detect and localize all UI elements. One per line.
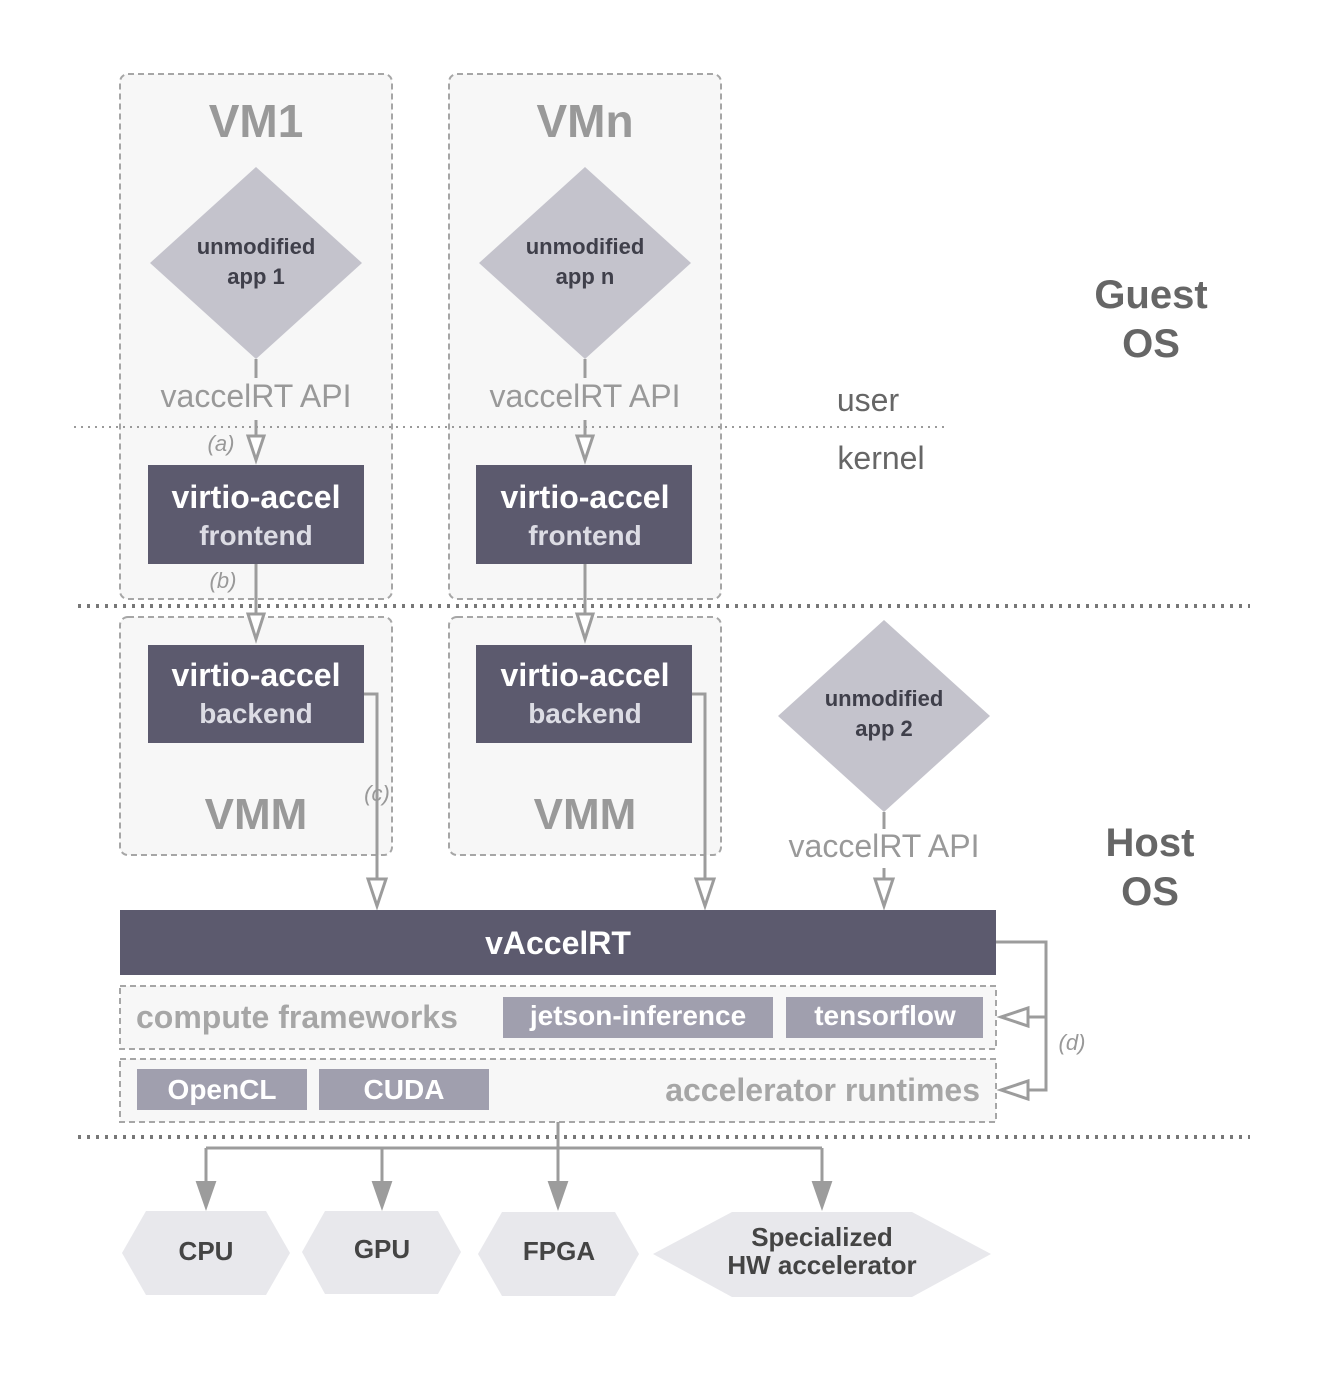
runtime-chip-opencl-label: OpenCL	[168, 1074, 277, 1105]
vmn-backend-box	[476, 645, 692, 743]
hw-gpu-arrowhead	[371, 1181, 393, 1212]
accelerator-runtimes-label: accelerator runtimes	[665, 1072, 980, 1108]
vm1-backend-line2: backend	[199, 698, 313, 729]
app-n-label-line2: app n	[556, 264, 615, 289]
compute-frameworks-label: compute frameworks	[136, 999, 458, 1035]
runtime-chip-cuda-label: CUDA	[364, 1074, 445, 1105]
vmn-title: VMn	[536, 95, 633, 147]
app-n-diamond	[479, 167, 691, 359]
vmm1-label: VMM	[205, 790, 308, 839]
vm1-frontend-line1: virtio-accel	[172, 479, 341, 515]
guest-os-label-line1: Guest	[1094, 273, 1207, 317]
runtime-chip-opencl	[137, 1069, 307, 1110]
hw-special-hexagon	[653, 1212, 991, 1297]
app-1-diamond	[150, 167, 362, 359]
app-2-label-line1: unmodified	[825, 686, 944, 711]
host-os-label-line2: OS	[1121, 870, 1179, 914]
vmn-backend-to-runtime-line	[692, 692, 707, 885]
vm1-backend-arrowhead	[245, 612, 267, 644]
path-d-runtime-arrowhead	[996, 1078, 1030, 1102]
path-label-b: (b)	[210, 568, 237, 593]
vmn-runtime-arrowhead	[693, 877, 717, 911]
framework-chip-tensorflow	[786, 997, 983, 1038]
hw-special-arrowhead	[811, 1181, 833, 1212]
vm1-api-label: vaccelRT API	[161, 378, 352, 414]
hw-cpu-hexagon	[122, 1211, 290, 1295]
guest-os-label-line2: OS	[1122, 322, 1180, 366]
hw-gpu-label: GPU	[354, 1234, 410, 1264]
vm1-backend-line1: virtio-accel	[172, 657, 341, 693]
app-n-label-line1: unmodified	[526, 234, 645, 259]
host-api-label: vaccelRT API	[789, 828, 980, 864]
host-api-arrowhead	[872, 877, 896, 911]
vm1-frontend-box	[148, 465, 364, 564]
vaccelrt-title: vAccelRT	[485, 925, 631, 961]
runtime-chip-cuda	[319, 1069, 489, 1110]
path-d-framework-arrowhead	[996, 1005, 1030, 1029]
vmn-backend-line2: backend	[528, 698, 642, 729]
vm1-frontend-line2: frontend	[199, 520, 313, 551]
host-os-label-line1: Host	[1106, 821, 1195, 865]
vm1-backend-box	[148, 645, 364, 743]
vmn-api-arrowhead	[574, 434, 596, 465]
app-1-label-line1: unmodified	[197, 234, 316, 259]
framework-chip-jetson-inference	[503, 997, 773, 1038]
path-label-a: (a)	[208, 431, 235, 456]
app-2-diamond	[778, 620, 990, 812]
hw-special-label-line2: HW accelerator	[727, 1250, 916, 1280]
vaccelrt-box	[120, 910, 996, 975]
vm1-title: VM1	[209, 95, 304, 147]
vmn-api-label: vaccelRT API	[490, 378, 681, 414]
hw-special-label-line1: Specialized	[751, 1222, 893, 1252]
path-label-c: (c)	[364, 781, 390, 806]
vmn-frontend-line2: frontend	[528, 520, 642, 551]
hw-gpu-hexagon	[302, 1211, 461, 1294]
vm1-backend-to-runtime-line	[364, 692, 379, 885]
kernel-space-label: kernel	[837, 440, 924, 476]
vmn-frontend-line1: virtio-accel	[501, 479, 670, 515]
app-1-label-line2: app 1	[227, 264, 284, 289]
framework-chip-jetson-inference-label: jetson-inference	[529, 1000, 746, 1031]
path-label-d: (d)	[1059, 1030, 1086, 1055]
hw-fpga-label: FPGA	[523, 1236, 595, 1266]
vmn-backend-line1: virtio-accel	[501, 657, 670, 693]
hw-fpga-arrowhead	[547, 1181, 569, 1212]
hw-cpu-label: CPU	[179, 1236, 234, 1266]
vm1-runtime-arrowhead	[365, 877, 389, 911]
vmn-frontend-box	[476, 465, 692, 564]
user-space-label: user	[837, 382, 900, 418]
framework-chip-tensorflow-label: tensorflow	[814, 1000, 956, 1031]
vm1-api-arrowhead	[245, 434, 267, 465]
hw-cpu-arrowhead	[195, 1181, 217, 1212]
app-2-label-line2: app 2	[855, 716, 912, 741]
hw-fpga-hexagon	[478, 1212, 639, 1296]
vmmn-label: VMM	[534, 790, 637, 839]
vmn-backend-arrowhead	[574, 612, 596, 644]
